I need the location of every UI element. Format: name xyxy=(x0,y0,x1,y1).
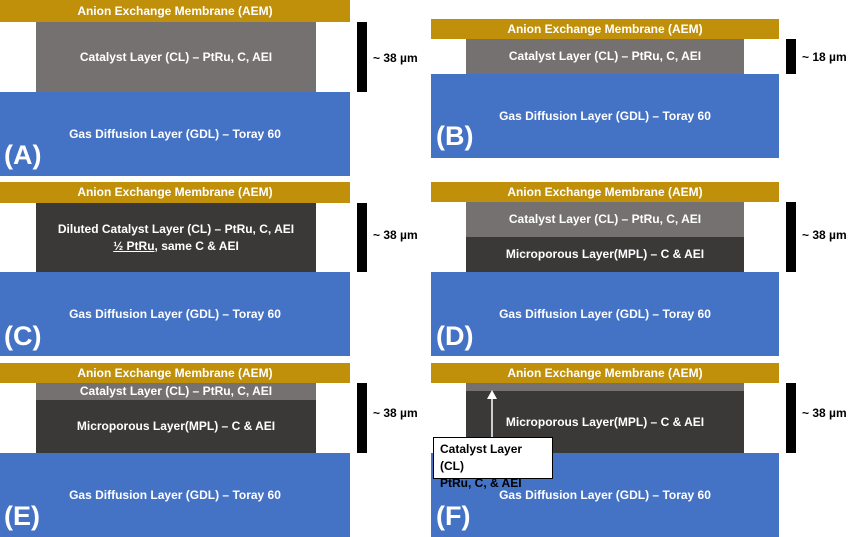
aem-label: Anion Exchange Membrane (AEM) xyxy=(77,365,273,380)
aem-label: Anion Exchange Membrane (AEM) xyxy=(507,21,703,36)
cl-label: Catalyst Layer (CL) – PtRu, C, AEI xyxy=(79,49,273,64)
mpl-label: Microporous Layer(MPL) – C & AEI xyxy=(505,247,705,261)
catalyst-layer: Catalyst Layer (CL) – PtRu, C, AEI xyxy=(36,22,316,92)
microporous-layer: Microporous Layer(MPL) – C & AEI xyxy=(466,237,744,272)
arrow-up-icon xyxy=(487,390,497,438)
thickness-label: ~ 38 µm xyxy=(373,228,418,242)
thickness-label: ~ 18 µm xyxy=(802,50,847,64)
catalyst-layer: Catalyst Layer (CL) – PtRu, C, AEI xyxy=(466,202,744,237)
panel-letter: (A) xyxy=(4,140,42,170)
callout-line1: Catalyst Layer (CL) xyxy=(440,442,523,473)
thickness-label: ~ 38 µm xyxy=(802,406,847,420)
thickness-label: ~ 38 µm xyxy=(802,228,847,242)
panel-letter: (E) xyxy=(4,501,40,531)
diluted-catalyst-layer: Diluted Catalyst Layer (CL) – PtRu, C, A… xyxy=(36,203,316,272)
panel-letter: (F) xyxy=(436,501,471,531)
microporous-layer: Microporous Layer(MPL) – C & AEI xyxy=(36,400,316,453)
gdl-layer: Gas Diffusion Layer (GDL) – Toray 60 xyxy=(0,92,350,176)
thickness-scale-bar xyxy=(357,22,367,92)
gdl-layer: Gas Diffusion Layer (GDL) – Toray 60 xyxy=(0,272,350,356)
callout-line2: PtRu, C, & AEI xyxy=(440,476,522,490)
dcl-label-line1: Diluted Catalyst Layer (CL) – PtRu, C, A… xyxy=(57,221,295,236)
thickness-scale-bar xyxy=(357,203,367,272)
gdl-label: Gas Diffusion Layer (GDL) – Toray 60 xyxy=(69,126,281,141)
aem-layer: Anion Exchange Membrane (AEM) xyxy=(431,182,779,202)
aem-label: Anion Exchange Membrane (AEM) xyxy=(507,184,703,199)
thickness-label: ~ 38 µm xyxy=(373,406,418,420)
catalyst-layer-callout: Catalyst Layer (CL) PtRu, C, & AEI xyxy=(433,437,553,490)
thickness-scale-bar xyxy=(786,202,796,272)
aem-layer: Anion Exchange Membrane (AEM) xyxy=(0,0,350,22)
dcl-label-rest: , same C & AEI xyxy=(154,238,239,253)
aem-layer: Anion Exchange Membrane (AEM) xyxy=(0,363,350,383)
aem-layer: Anion Exchange Membrane (AEM) xyxy=(431,363,779,383)
panel-letter: (C) xyxy=(4,321,42,351)
panel-letter: (B) xyxy=(436,121,474,151)
cl-label: Catalyst Layer (CL) – PtRu, C, AEI xyxy=(508,212,702,226)
aem-layer: Anion Exchange Membrane (AEM) xyxy=(0,182,350,203)
catalyst-layer: Catalyst Layer (CL) – PtRu, C, AEI xyxy=(466,39,744,74)
gdl-layer: Gas Diffusion Layer (GDL) – Toray 60 xyxy=(0,453,350,537)
catalyst-layer: Catalyst Layer (CL) – PtRu, C, AEI xyxy=(36,383,316,400)
gdl-layer: Gas Diffusion Layer (GDL) – Toray 60 xyxy=(431,74,779,158)
dcl-label-underlined: ½ PtRu xyxy=(113,238,155,253)
gdl-label: Gas Diffusion Layer (GDL) – Toray 60 xyxy=(499,487,711,502)
cl-label: Catalyst Layer (CL) – PtRu, C, AEI xyxy=(79,384,273,398)
dcl-label-line2: ½ PtRu, same C & AEI xyxy=(113,238,239,255)
gdl-label: Gas Diffusion Layer (GDL) – Toray 60 xyxy=(69,487,281,502)
gdl-layer: Gas Diffusion Layer (GDL) – Toray 60 xyxy=(431,272,779,356)
gdl-label: Gas Diffusion Layer (GDL) – Toray 60 xyxy=(499,306,711,321)
aem-layer: Anion Exchange Membrane (AEM) xyxy=(431,19,779,39)
catalyst-layer-thin xyxy=(466,383,744,391)
mpl-label: Microporous Layer(MPL) – C & AEI xyxy=(76,419,276,433)
aem-label: Anion Exchange Membrane (AEM) xyxy=(77,3,273,18)
mpl-label: Microporous Layer(MPL) – C & AEI xyxy=(505,414,705,429)
panel-letter: (D) xyxy=(436,321,474,351)
gdl-label: Gas Diffusion Layer (GDL) – Toray 60 xyxy=(499,108,711,123)
cl-label: Catalyst Layer (CL) – PtRu, C, AEI xyxy=(508,49,702,63)
thickness-label: ~ 38 µm xyxy=(373,51,418,65)
aem-label: Anion Exchange Membrane (AEM) xyxy=(77,185,273,199)
aem-label: Anion Exchange Membrane (AEM) xyxy=(507,365,703,380)
thickness-scale-bar xyxy=(357,383,367,453)
thickness-scale-bar xyxy=(786,383,796,453)
thickness-scale-bar xyxy=(786,39,796,74)
gdl-label: Gas Diffusion Layer (GDL) – Toray 60 xyxy=(69,306,281,321)
